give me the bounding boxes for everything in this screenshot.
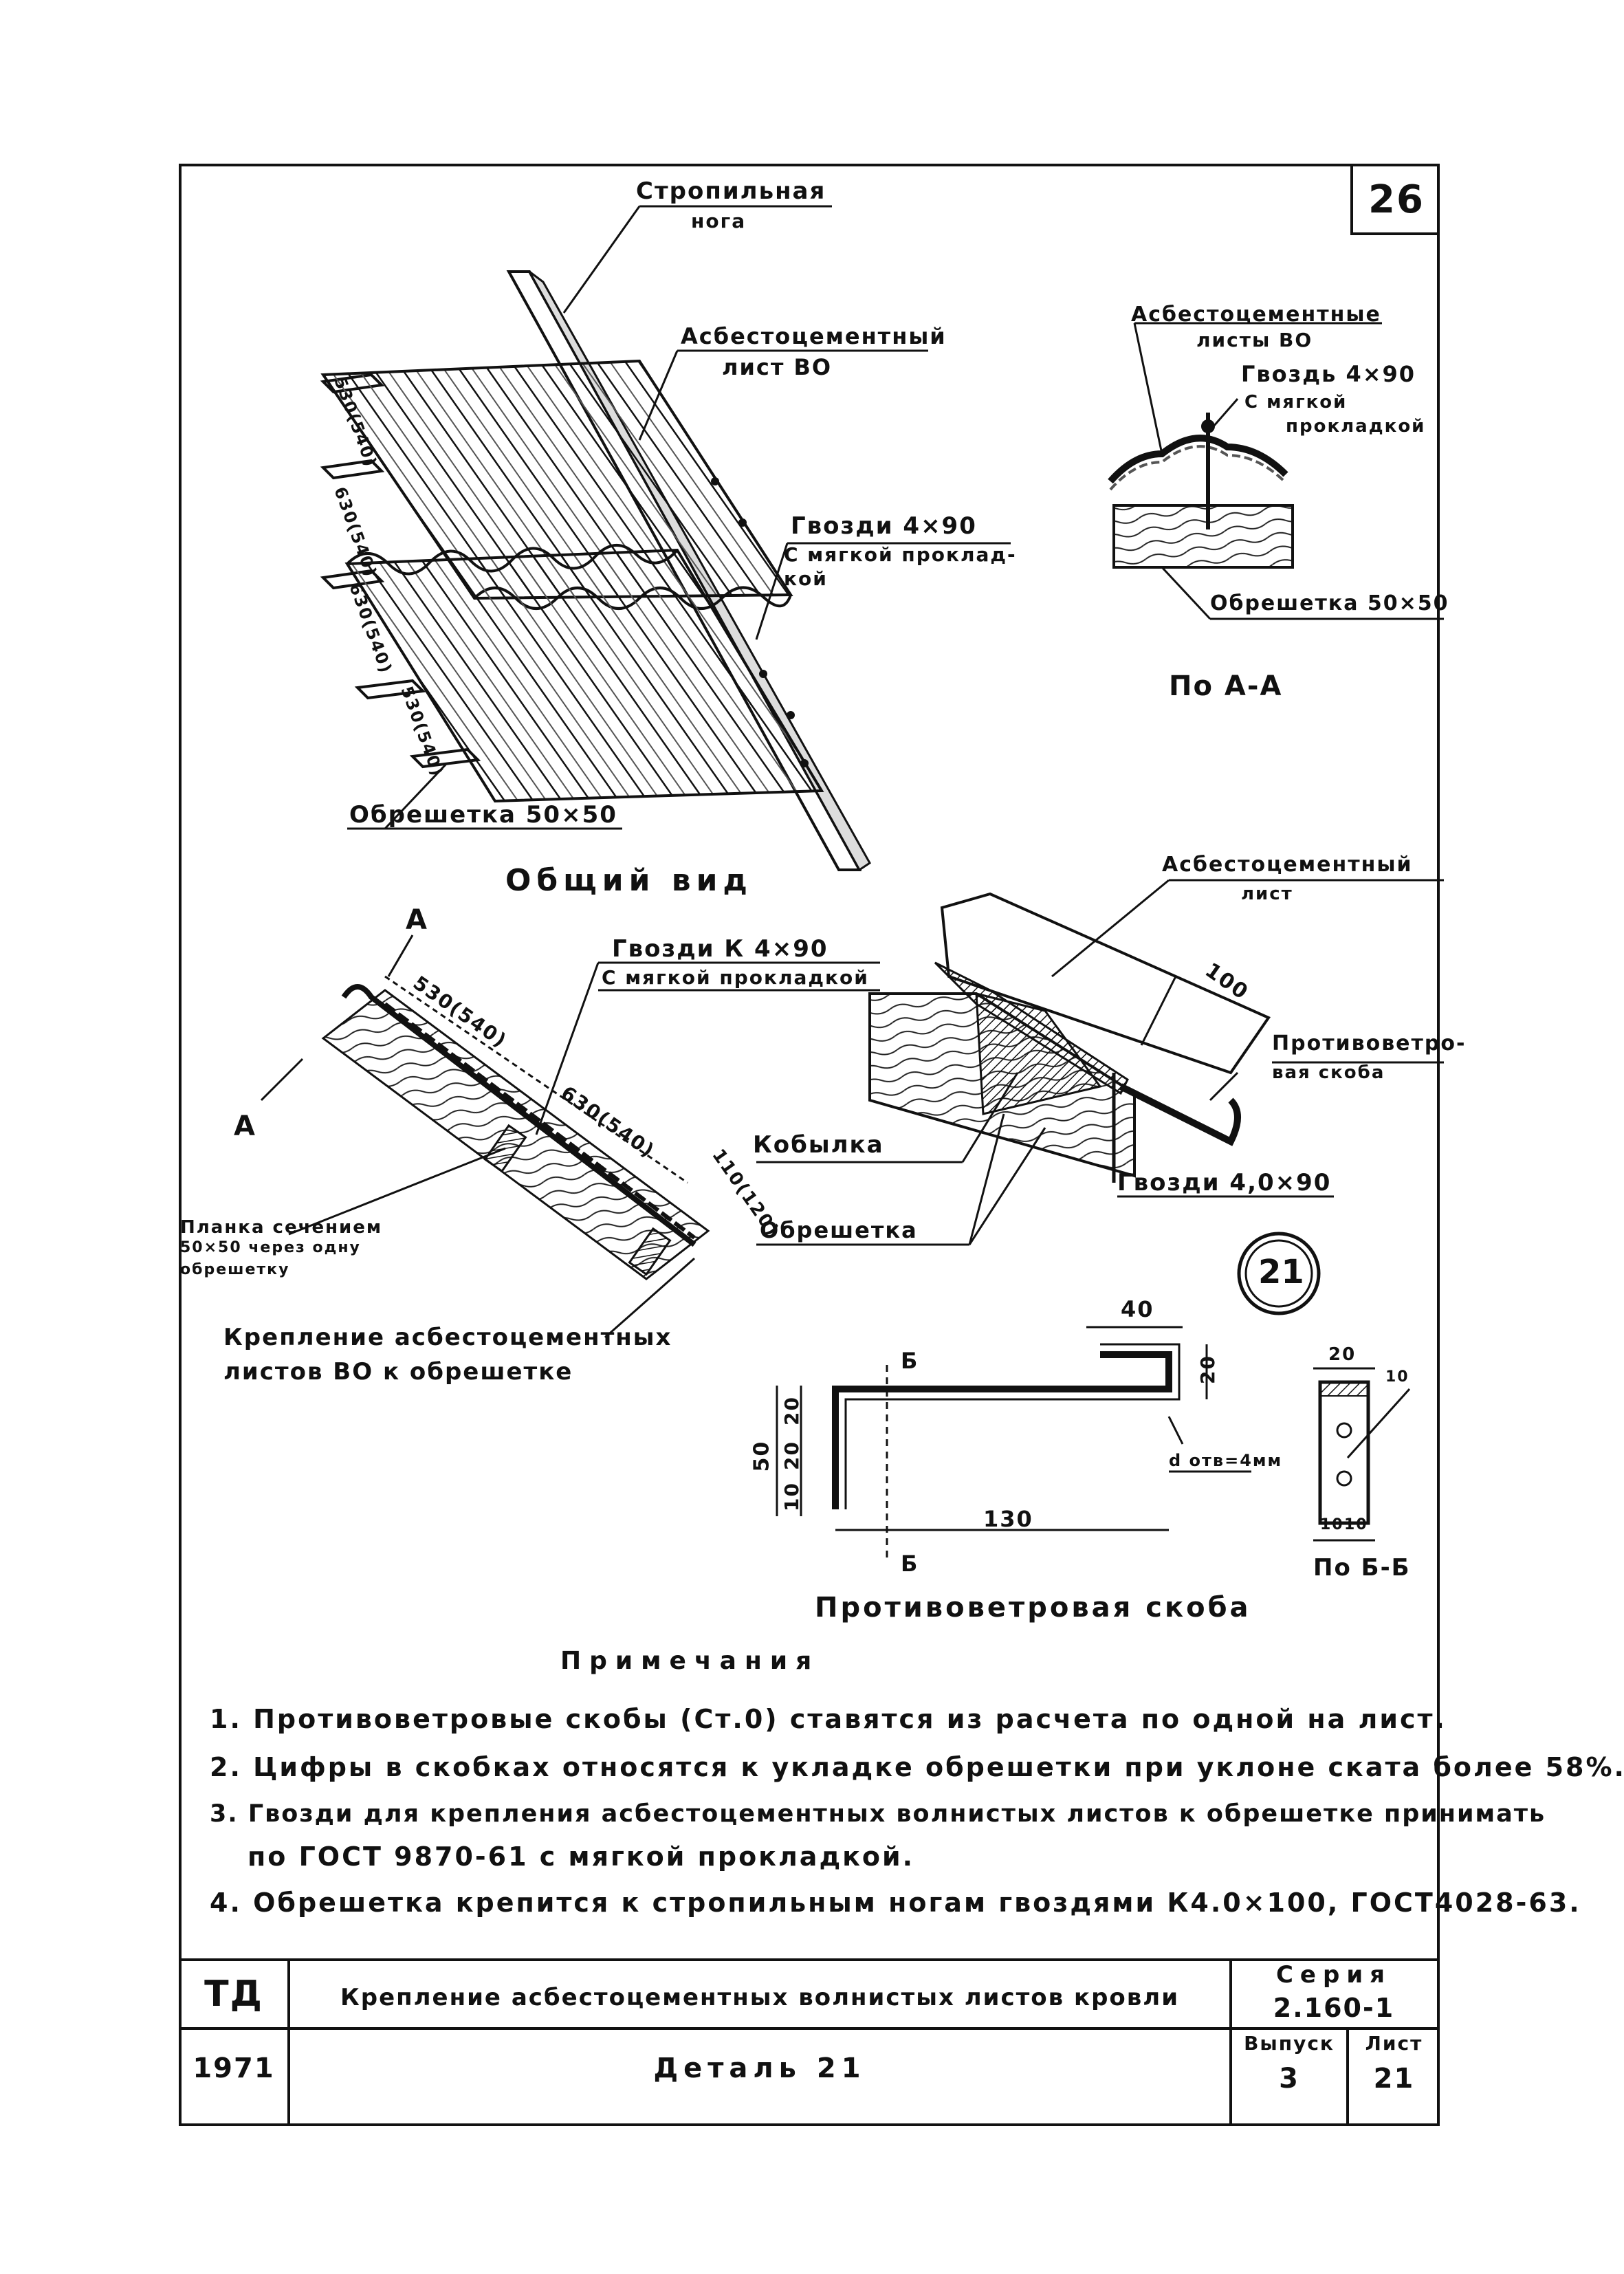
label-strip-line3: обрешетку xyxy=(180,1261,290,1278)
sheet-frame xyxy=(179,164,1440,2126)
tb-sheet-label: Лист xyxy=(1365,2032,1423,2055)
label-d21-sheet-line1: Асбестоцементный xyxy=(1162,853,1413,877)
section-mark-b-top: Б xyxy=(901,1348,919,1374)
label-d21-nails: Гвозди 4,0×90 xyxy=(1117,1169,1332,1196)
tb-year: 1971 xyxy=(193,2053,275,2084)
label-strip-line1: Планка сечением xyxy=(180,1217,383,1238)
section-mark-a-top: А xyxy=(406,904,428,936)
note-4: 4. Обрешетка крепится к стропильным нога… xyxy=(210,1888,1581,1918)
dim-bracket-40: 40 xyxy=(1121,1296,1154,1322)
tb-series-value: 2.160-1 xyxy=(1273,1993,1395,2023)
label-nails-line2: С мягкой проклад- xyxy=(784,543,1017,566)
label-d21-kobylka: Кобылка xyxy=(753,1131,884,1159)
detail-21-drawing xyxy=(756,879,1444,1315)
dim-bracket-130: 130 xyxy=(983,1506,1033,1532)
bracket-drawing xyxy=(776,1326,1411,1561)
note-2: 2. Цифры в скобках относятся к укладке о… xyxy=(210,1752,1624,1782)
tb-issue-label: Выпуск xyxy=(1244,2032,1335,2055)
label-nails-line1: Гвозди 4×90 xyxy=(791,512,977,540)
dim-bracket-20-right: 20 xyxy=(1196,1355,1219,1384)
caption-bracket: Противоветровая скоба xyxy=(815,1592,1251,1623)
fixing-detail-drawing xyxy=(260,934,880,1339)
label-fix-nails-line1: Гвозди К 4×90 xyxy=(612,935,829,963)
dim-bb-10-right: 10 xyxy=(1385,1368,1409,1386)
section-aa-drawing xyxy=(1108,322,1444,620)
sheet-number: 26 xyxy=(1368,177,1425,222)
label-batten: Обрешетка 50×50 xyxy=(349,801,617,829)
tb-series-label: Серия xyxy=(1275,1961,1392,1989)
caption-section-aa: По А-А xyxy=(1169,670,1283,702)
label-d21-bracket-line2: вая скоба xyxy=(1272,1062,1385,1083)
label-d21-obreshetka: Обрешетка xyxy=(760,1217,918,1243)
label-rafter-line1: Стропильная xyxy=(636,177,826,205)
section-mark-a-bottom: А xyxy=(234,1111,256,1142)
label-sheet-line1: Асбестоцементный xyxy=(681,323,947,349)
label-aa-sheets-line1: Асбестоцементные xyxy=(1131,303,1381,327)
tb-title: Крепление асбестоцементных волнистых лис… xyxy=(340,1984,1180,2011)
dim-bracket-10: 10 xyxy=(780,1482,803,1511)
tb-subtitle: Деталь 21 xyxy=(653,2053,866,2084)
title-block-lines xyxy=(180,1958,1438,2125)
note-3: 3. Гвозди для крепления асбестоцементных… xyxy=(210,1800,1546,1828)
dim-bracket-20-a: 20 xyxy=(780,1396,803,1425)
caption-section-bb: По Б-Б xyxy=(1313,1554,1411,1582)
tb-issue-value: 3 xyxy=(1279,2063,1299,2095)
general-view-drawing xyxy=(320,205,1011,872)
caption-fixing-line1: Крепление асбестоцементных xyxy=(223,1324,672,1351)
tb-sheet-value: 21 xyxy=(1373,2063,1415,2095)
label-rafter-line2: нога xyxy=(691,210,747,232)
label-aa-batten: Обрешетка 50×50 xyxy=(1210,591,1449,615)
notes-title: Примечания xyxy=(560,1647,820,1675)
detail-21-circle xyxy=(1237,1232,1321,1315)
note-1: 1. Противоветровые скобы (Ст.0) ставятся… xyxy=(210,1704,1447,1734)
label-d21-bracket-line1: Противоветро- xyxy=(1272,1031,1467,1056)
note-3-cont: по ГОСТ 9870-61 с мягкой прокладкой. xyxy=(248,1841,915,1872)
label-aa-nail-line3: прокладкой xyxy=(1286,416,1426,437)
tb-org: ТД xyxy=(204,1974,263,2015)
label-d21-sheet-line2: лист xyxy=(1241,884,1293,904)
sheet-number-box xyxy=(1350,164,1440,235)
label-nails-line3: кой xyxy=(784,567,828,590)
dim-bracket-20-b: 20 xyxy=(780,1441,803,1470)
dim-bracket-50: 50 xyxy=(749,1440,774,1472)
label-aa-nail-line1: Гвоздь 4×90 xyxy=(1241,361,1416,387)
label-aa-nail-line2: С мягкой xyxy=(1244,392,1348,413)
caption-fixing-line2: листов ВО к обрешетке xyxy=(223,1358,573,1386)
dim-bb-10-b: 10 xyxy=(1344,1516,1368,1533)
label-aa-sheets-line2: листы ВО xyxy=(1196,329,1313,351)
label-strip-line2: 50×50 через одну xyxy=(180,1239,361,1256)
label-fix-nails-line2: С мягкой прокладкой xyxy=(602,966,869,989)
section-mark-b-bottom: Б xyxy=(901,1551,919,1577)
detail-21-number: 21 xyxy=(1258,1253,1304,1291)
label-sheet-line2: лист ВО xyxy=(722,354,833,380)
dim-bb-20: 20 xyxy=(1328,1344,1357,1365)
caption-general-view: Общий вид xyxy=(505,863,753,898)
dim-bb-10-a: 10 xyxy=(1320,1516,1344,1533)
label-bracket-hole: d отв=4мм xyxy=(1169,1451,1283,1470)
